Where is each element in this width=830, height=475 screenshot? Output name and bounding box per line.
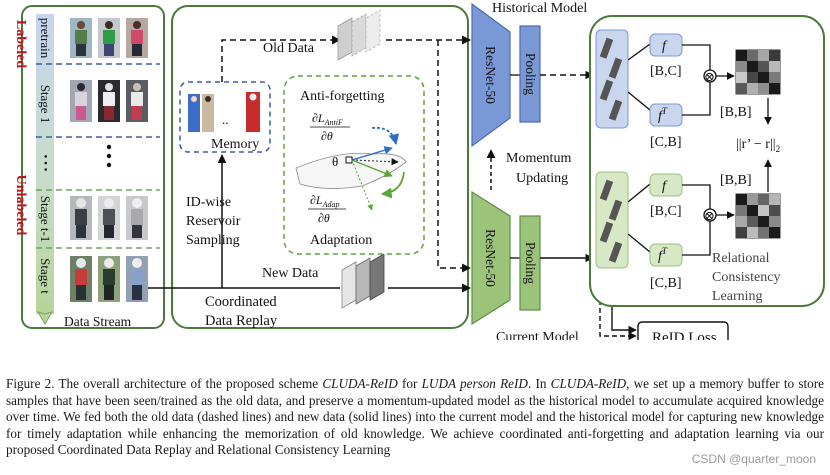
caption-method-name: CLUDA-ReID: [322, 376, 398, 391]
norm-label: ||r’ − r||2: [736, 137, 780, 154]
grad-adap-numerator: ∂LAdap: [310, 193, 340, 209]
caption-text: for: [397, 376, 422, 391]
id-wise-label: ID-wise: [186, 195, 231, 210]
current-model-label: Current Model: [496, 330, 579, 340]
relation-matrix-top: [735, 49, 781, 95]
current-resnet: [471, 190, 511, 326]
theta-label: θ: [332, 154, 338, 169]
grad-adap-denominator: ∂θ: [318, 211, 330, 225]
data-replay-label: Data Replay: [205, 313, 278, 329]
historical-pooling: [519, 25, 541, 123]
cb-label-bottom: [C,B]: [650, 276, 682, 291]
caption-text: . In: [527, 376, 551, 391]
old-data-label: Old Data: [263, 41, 315, 56]
person-photo: [70, 80, 148, 122]
stage-vertical-dots: [106, 144, 112, 168]
bc-label-top: [B,C]: [650, 64, 682, 79]
caption-text: , we set up a memory buffer to store sam…: [6, 376, 825, 458]
svg-text:⊗: ⊗: [704, 69, 715, 84]
old-data-stack: [337, 9, 381, 61]
memory-samples: ..: [188, 92, 260, 132]
sampling-label: Sampling: [186, 233, 240, 248]
rcl-label-3: Learning: [712, 289, 763, 304]
person-photo: [70, 196, 148, 240]
current-resnet-label: ResNet-50: [483, 229, 498, 287]
historical-pooling-label: Pooling: [523, 53, 538, 95]
figure-caption: Figure 2. The overall architecture of th…: [6, 376, 824, 459]
bc-label-bottom: [B,C]: [650, 204, 682, 219]
stage-t-label: Stage t: [38, 258, 53, 294]
historical-model-label: Historical Model: [492, 1, 587, 16]
old-data-down-line: [437, 40, 471, 273]
bb-label-top: [B,B]: [720, 105, 752, 120]
adap-rotation-arrow: [380, 171, 405, 199]
cb-label-top: [C,B]: [650, 135, 682, 150]
rcl-label-2: Consistency: [712, 270, 780, 285]
reid-loss-box: [637, 321, 729, 340]
momentum-label: Momentum: [506, 151, 571, 166]
anti-forgetting-label: Anti-forgetting: [300, 89, 385, 104]
historical-resnet-label: ResNet-50: [483, 46, 498, 104]
anti-rotation-arrow: [371, 126, 400, 146]
stage-1-label: Stage 1: [38, 85, 53, 124]
svg-text:..: ..: [222, 112, 229, 127]
stage-pretrain-label: pretrain: [38, 18, 53, 59]
anti-gradient-arrow: [351, 146, 393, 161]
architecture-figure: Labeled Unlabeled pretrain Stage 1 • • •…: [13, 1, 825, 340]
reservoir-label: Reservoir: [186, 214, 241, 229]
relation-matrix-bottom: [735, 193, 781, 239]
current-pooling-label: Pooling: [523, 242, 538, 284]
current-pooling: [519, 215, 541, 311]
new-data-label: New Data: [262, 266, 319, 281]
grad-anti-numerator: ∂LAntiF: [312, 111, 343, 127]
new-data-stack: [341, 253, 385, 309]
adaptation-label: Adaptation: [310, 233, 372, 248]
person-photo: [70, 18, 148, 58]
svg-text:⊗: ⊗: [704, 208, 715, 223]
reid-loss-connector: [599, 300, 637, 340]
caption-task-name: LUDA person ReID: [421, 376, 528, 391]
old-data-line: [221, 35, 341, 82]
memory-label: Memory: [211, 137, 259, 152]
stage-t-minus-1-label: Stage t-1: [38, 196, 53, 243]
labeled-label: Labeled: [13, 20, 28, 68]
historical-resnet: [471, 2, 511, 148]
reid-loss-label: ReID Loss: [652, 330, 717, 340]
ft-label-bottom: fT: [658, 246, 668, 264]
unlabeled-label: Unlabeled: [13, 175, 28, 236]
watermark: CSDN @quarter_moon: [691, 452, 816, 466]
grad-anti-denominator: ∂θ: [321, 129, 333, 143]
caption-method-name: CLUDA-ReID: [550, 376, 627, 391]
ft-label-top: fT: [658, 106, 668, 124]
bb-label-bottom: [B,B]: [720, 173, 752, 188]
person-thumbnails: [70, 18, 148, 302]
updating-label: Updating: [516, 171, 568, 186]
rcl-label-1: Relational: [712, 251, 770, 266]
loss-surface: [295, 152, 407, 189]
f-box-bottom: [649, 173, 683, 197]
f-label-top: f: [662, 39, 668, 54]
stage-dots: • • •: [39, 154, 51, 171]
f-box-top: [649, 33, 683, 57]
data-stream-label: Data Stream: [64, 314, 132, 329]
coordinated-label: Coordinated: [205, 294, 277, 310]
f-label-bottom: f: [662, 179, 668, 194]
caption-text: Figure 2. The overall architecture of th…: [6, 376, 323, 391]
person-photo: [70, 256, 148, 302]
adap-gradient-arrow: [351, 159, 393, 178]
